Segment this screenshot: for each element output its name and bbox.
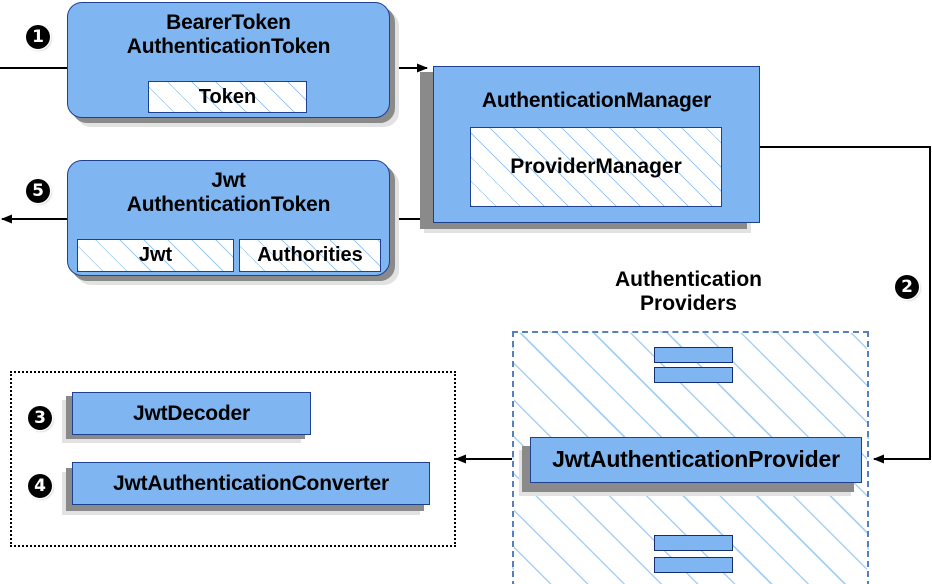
jwt-token-title: Jwt AuthenticationToken [126, 169, 331, 216]
step-badge-5: 5 [26, 179, 50, 203]
step-badge-3: 3 [28, 406, 52, 430]
arrow-manager-to-provider [759, 146, 931, 464]
step-badge-1: 1 [26, 25, 50, 49]
node-jwt-authentication-provider[interactable]: JwtAuthenticationProvider [530, 437, 862, 483]
jwt-authentication-converter-title: JwtAuthenticationConverter [113, 471, 389, 495]
jwt-token-title-line2: AuthenticationToken [126, 192, 331, 216]
node-bearer-token-authentication-token[interactable]: BearerToken AuthenticationToken Token [67, 2, 390, 118]
authentication-providers-label-line1: Authentication [615, 268, 762, 291]
authentication-manager-inner-provider-manager: ProviderManager [470, 127, 722, 207]
authentication-manager-title: AuthenticationManager [481, 89, 712, 112]
node-authentication-manager[interactable]: AuthenticationManager ProviderManager [433, 66, 760, 223]
node-jwt-authentication-token[interactable]: Jwt AuthenticationToken Jwt Authorities [67, 160, 390, 276]
jwt-authentication-provider-title: JwtAuthenticationProvider [552, 446, 840, 473]
provider-stub-bottom-1 [654, 535, 733, 551]
node-jwt-decoder[interactable]: JwtDecoder [72, 392, 311, 435]
provider-stub-bottom-2 [654, 557, 733, 573]
authentication-providers-label: Authentication Providers [560, 268, 817, 315]
authentication-providers-label-line2: Providers [640, 291, 737, 315]
bearer-token-title-line1: BearerToken [166, 11, 291, 34]
bearer-token-title: BearerToken AuthenticationToken [126, 11, 331, 58]
step-badge-4: 4 [28, 474, 52, 498]
jwt-token-inner-jwt: Jwt [77, 239, 234, 272]
provider-stub-top-2 [654, 367, 733, 383]
node-jwt-authentication-converter[interactable]: JwtAuthenticationConverter [72, 462, 430, 505]
provider-stub-top-1 [654, 347, 733, 363]
step-badge-2: 2 [895, 275, 919, 299]
jwt-token-title-line1: Jwt [211, 169, 246, 192]
bearer-token-inner-token: Token [148, 81, 307, 113]
jwt-decoder-title: JwtDecoder [132, 401, 251, 425]
bearer-token-title-line2: AuthenticationToken [126, 34, 331, 58]
jwt-token-inner-authorities: Authorities [239, 239, 381, 272]
